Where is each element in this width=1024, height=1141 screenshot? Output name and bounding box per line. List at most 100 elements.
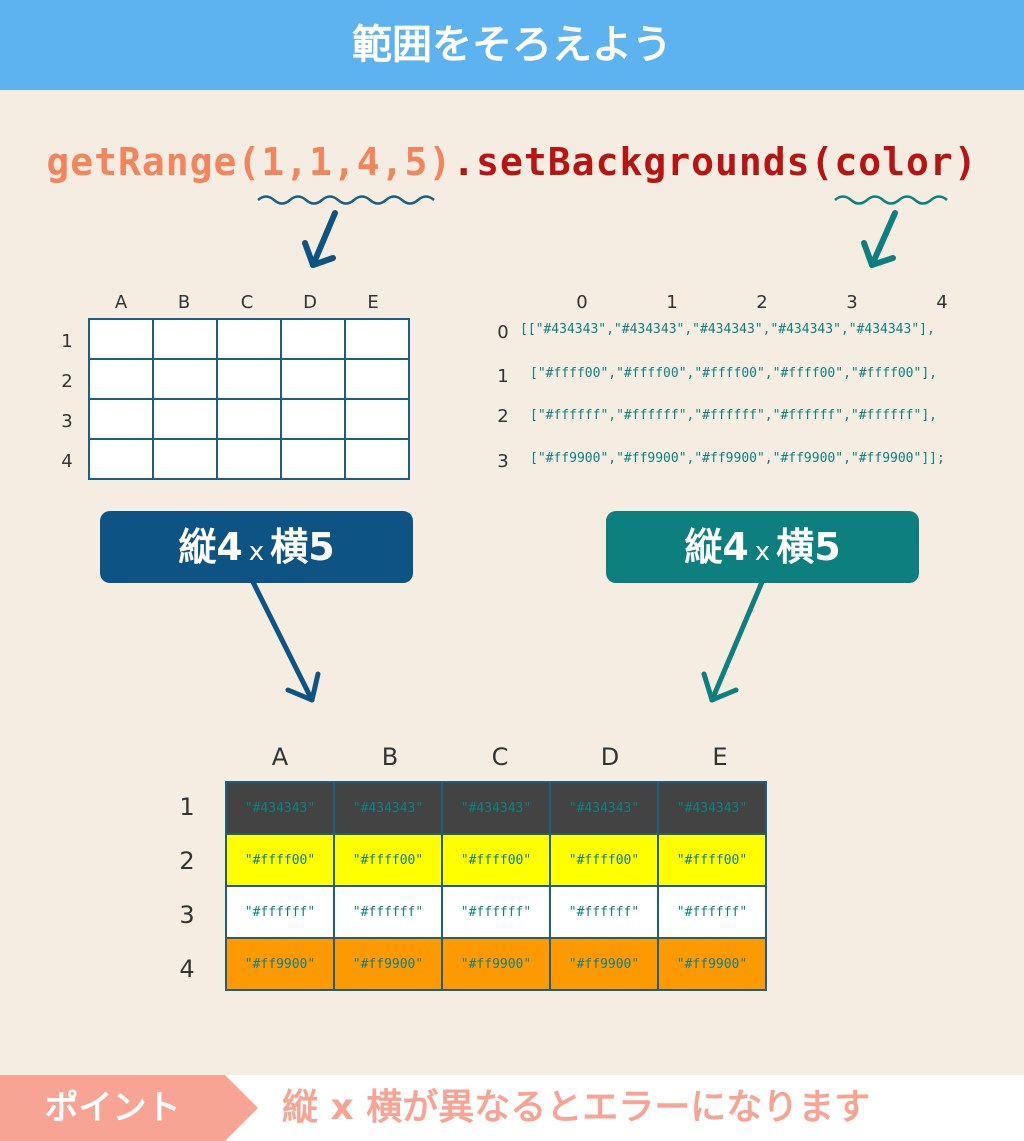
small-col-header: E	[367, 292, 379, 313]
grid-cell[interactable]	[88, 318, 154, 360]
grid-cell[interactable]: "#ffff00"	[549, 833, 659, 887]
grid-cell[interactable]: "#ffff00"	[657, 833, 767, 887]
array-line: ["#ff9900","#ff9900","#ff9900","#ff9900"…	[530, 451, 945, 466]
wavy-underline-color	[834, 195, 948, 205]
grid-cell[interactable]: "#ffffff"	[441, 885, 551, 939]
small-row-header: 3	[61, 411, 73, 432]
wavy-underline-range	[257, 195, 435, 205]
table-row	[88, 398, 410, 440]
table-row: "#ff9900""#ff9900""#ff9900""#ff9900""#ff…	[225, 937, 767, 991]
grid-cell[interactable]: "#ffff00"	[225, 833, 335, 887]
arrow-right-box-to-result	[701, 579, 765, 703]
grid-cell[interactable]: "#ffff00"	[333, 833, 443, 887]
array-row-index: 0	[497, 322, 509, 343]
arrow-to-array	[861, 210, 898, 268]
array-col-index: 1	[666, 292, 678, 313]
small-col-header: D	[303, 292, 317, 313]
grid-cell[interactable]: "#434343"	[657, 781, 767, 835]
grid-cell[interactable]	[280, 438, 346, 480]
grid-cell[interactable]: "#ff9900"	[549, 937, 659, 991]
grid-cell[interactable]: "#434343"	[441, 781, 551, 835]
grid-cell[interactable]: "#ffff00"	[441, 833, 551, 887]
array-col-index: 2	[756, 292, 768, 313]
small-col-header: C	[240, 292, 254, 313]
small-col-header: B	[177, 292, 191, 313]
grid-cell[interactable]: "#434343"	[333, 781, 443, 835]
result-col-header: E	[712, 743, 728, 771]
dim-times: x	[754, 537, 771, 567]
grid-cell[interactable]	[344, 318, 410, 360]
array-line: [["#434343","#434343","#434343","#434343…	[520, 322, 935, 337]
arrow-to-small-grid	[302, 210, 338, 268]
grid-cell[interactable]	[280, 358, 346, 400]
small-row-header: 4	[61, 451, 73, 472]
dim-rows: 縦4	[178, 525, 243, 569]
grid-cell[interactable]	[152, 398, 218, 440]
result-row-header: 1	[179, 793, 195, 821]
grid-cell[interactable]: "#ff9900"	[225, 937, 335, 991]
grid-cell[interactable]	[88, 358, 154, 400]
array-line: ["#ffff00","#ffff00","#ffff00","#ffff00"…	[530, 366, 937, 381]
point-text: 縦 x 横が異なるとエラーになります	[282, 1087, 871, 1128]
array-col-index: 4	[936, 292, 948, 313]
grid-cell[interactable]	[152, 438, 218, 480]
grid-cell[interactable]	[344, 358, 410, 400]
grid-cell[interactable]: "#ff9900"	[441, 937, 551, 991]
grid-cell[interactable]: "#434343"	[225, 781, 335, 835]
grid-cell[interactable]: "#ff9900"	[333, 937, 443, 991]
result-col-header: A	[271, 743, 289, 771]
code-setbackgrounds: .setBackgrounds(color)	[452, 140, 978, 184]
array-row-index: 3	[497, 451, 509, 472]
grid-cell[interactable]	[216, 358, 282, 400]
table-row: "#ffffff""#ffffff""#ffffff""#ffffff""#ff…	[225, 885, 767, 939]
grid-cell[interactable]: "#434343"	[549, 781, 659, 835]
grid-cell[interactable]	[88, 398, 154, 440]
grid-cell[interactable]: "#ffffff"	[657, 885, 767, 939]
grid-cell[interactable]: "#ffffff"	[225, 885, 335, 939]
array-row-index: 1	[497, 366, 509, 387]
table-row	[88, 358, 410, 400]
page-title: 範囲をそろえよう	[0, 0, 1024, 90]
small-row-header: 2	[61, 371, 73, 392]
result-grid: "#434343""#434343""#434343""#434343""#43…	[225, 781, 767, 991]
array-col-index: 3	[846, 292, 858, 313]
code-getrange: getRange(1,1,4,5)	[46, 140, 453, 184]
small-col-header: A	[114, 292, 128, 313]
small-grid	[88, 318, 410, 480]
result-col-header: B	[381, 743, 399, 771]
table-row: "#ffff00""#ffff00""#ffff00""#ffff00""#ff…	[225, 833, 767, 887]
grid-cell[interactable]: "#ff9900"	[657, 937, 767, 991]
code-line: getRange(1,1,4,5).setBackgrounds(color)	[0, 140, 1024, 184]
dim-rows: 縦4	[684, 525, 749, 569]
dim-cols: 横5	[270, 525, 335, 569]
grid-cell[interactable]	[280, 398, 346, 440]
result-col-header: C	[491, 743, 509, 771]
grid-cell[interactable]	[88, 438, 154, 480]
result-row-header: 4	[179, 955, 195, 983]
table-row	[88, 318, 410, 360]
grid-cell[interactable]	[280, 318, 346, 360]
grid-cell[interactable]	[152, 358, 218, 400]
table-row: "#434343""#434343""#434343""#434343""#43…	[225, 781, 767, 835]
point-label: ポイント	[44, 1088, 181, 1128]
table-row	[88, 438, 410, 480]
grid-cell[interactable]	[344, 438, 410, 480]
point-tag-shape	[0, 1075, 258, 1141]
grid-cell[interactable]	[344, 398, 410, 440]
small-row-header: 1	[61, 331, 73, 352]
grid-cell[interactable]	[216, 438, 282, 480]
arrow-left-box-to-result	[250, 579, 321, 703]
result-row-header: 2	[179, 847, 195, 875]
array-row-index: 2	[497, 406, 509, 427]
grid-cell[interactable]: "#ffffff"	[549, 885, 659, 939]
dim-times: x	[248, 537, 265, 567]
grid-cell[interactable]	[216, 318, 282, 360]
array-line: ["#ffffff","#ffffff","#ffffff","#ffffff"…	[530, 408, 937, 423]
result-col-header: D	[600, 743, 620, 771]
grid-cell[interactable]	[152, 318, 218, 360]
grid-cell[interactable]	[216, 398, 282, 440]
result-row-header: 3	[179, 901, 195, 929]
grid-cell[interactable]: "#ffffff"	[333, 885, 443, 939]
